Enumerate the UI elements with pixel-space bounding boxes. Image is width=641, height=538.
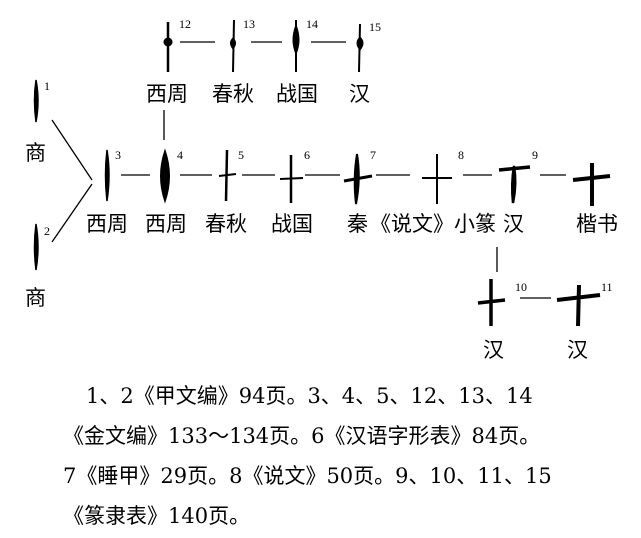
label-xizhou-12: 西周 [146, 82, 188, 106]
label-shang-1: 商 [25, 141, 46, 165]
glyph-7 [343, 153, 373, 205]
glyph-15 [356, 23, 364, 73]
glyph-kaishu [572, 163, 611, 206]
glyph-14 [292, 20, 300, 72]
glyph-4 [160, 148, 170, 204]
label-han-11: 汉 [567, 338, 588, 362]
note-line-2: 《金文编》133～134页。6《汉语字形表》84页。 [63, 424, 541, 448]
label-chunqiu-5: 春秋 [205, 212, 247, 236]
glyph-10 [477, 279, 506, 326]
glyph-2 [33, 223, 39, 271]
glyph-11 [556, 284, 601, 327]
glyph-1 [33, 79, 39, 123]
glyph-13 [230, 19, 236, 73]
label-shuowen-8: 《说文》小篆 [370, 212, 496, 236]
label-han-9: 汉 [503, 212, 524, 236]
label-han-10: 汉 [483, 338, 504, 362]
note-line-1: 1、2《甲文编》94页。3、4、5、12、13、14 [86, 384, 533, 408]
index-6: 6 [304, 148, 310, 162]
index-8: 8 [458, 148, 464, 162]
note-line-4: 《篆隶表》140页。 [63, 504, 251, 528]
index-3: 3 [115, 148, 121, 162]
index-10: 10 [515, 280, 527, 294]
label-han-15: 汉 [349, 82, 370, 106]
index-5: 5 [238, 148, 244, 162]
evolution-diagram [33, 19, 611, 327]
connector-shang1-to-xizhou3 [51, 119, 93, 181]
label-xizhou-3: 西周 [86, 212, 128, 236]
index-2: 2 [44, 224, 50, 238]
index-11: 11 [601, 280, 613, 294]
label-shang-2: 商 [25, 286, 46, 310]
glyph-3 [104, 149, 110, 202]
index-14: 14 [306, 17, 318, 31]
label-chunqiu-13: 春秋 [212, 82, 254, 106]
label-qin-7: 秦 [347, 212, 368, 236]
glyph-5 [218, 149, 237, 202]
note-line-3: 7《睡甲》29页。8《说文》50页。9、10、11、15 [63, 464, 552, 488]
connector-shang2-to-xizhou3 [51, 183, 93, 243]
connector-lines [51, 41, 566, 299]
index-12: 12 [179, 17, 191, 31]
glyph-9 [498, 165, 531, 204]
glyph-8 [422, 154, 452, 204]
label-zhanguo-6: 战国 [271, 212, 313, 236]
glyph-12 [163, 22, 173, 72]
index-15: 15 [369, 20, 381, 34]
label-kaishu: 楷书 [576, 212, 618, 236]
index-4: 4 [177, 148, 183, 162]
index-7: 7 [370, 148, 376, 162]
label-zhanguo-14: 战国 [276, 82, 318, 106]
glyph-forms [33, 19, 611, 327]
index-1: 1 [44, 79, 50, 93]
glyph-6 [279, 155, 304, 203]
index-13: 13 [243, 17, 255, 31]
label-xizhou-4: 西周 [145, 212, 187, 236]
index-9: 9 [532, 148, 538, 162]
